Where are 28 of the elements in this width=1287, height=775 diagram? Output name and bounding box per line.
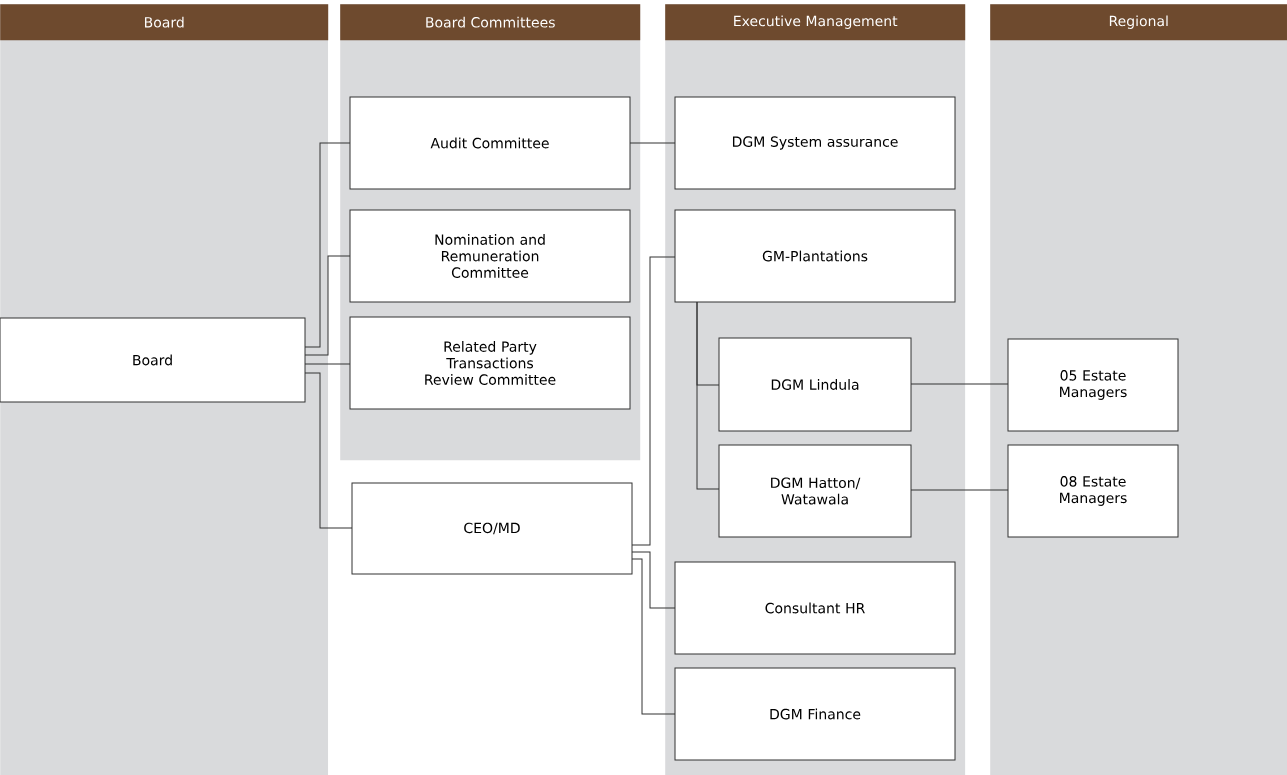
connector-line bbox=[631, 256, 676, 546]
connector-line bbox=[631, 558, 676, 715]
column-header: Board bbox=[0, 4, 329, 41]
org-box: GM-Plantations bbox=[674, 209, 956, 303]
connector-line bbox=[629, 142, 676, 144]
org-box: Board bbox=[0, 317, 306, 403]
column-header: Board Committees bbox=[340, 4, 641, 41]
org-box: Audit Committee bbox=[349, 96, 631, 190]
column-header: Executive Management bbox=[665, 4, 966, 41]
connector-line bbox=[304, 255, 351, 356]
connector-line bbox=[631, 551, 676, 609]
org-box: DGM Lindula bbox=[718, 337, 912, 432]
org-box: DGM System assurance bbox=[674, 96, 956, 190]
connector-line bbox=[304, 363, 351, 365]
org-box: Nomination and Remuneration Committee bbox=[349, 209, 631, 303]
connector-line bbox=[304, 142, 351, 348]
org-box: CEO/MD bbox=[351, 482, 633, 575]
org-box: 05 Estate Managers bbox=[1007, 338, 1179, 432]
org-box: DGM Finance bbox=[674, 667, 956, 761]
connector-line bbox=[696, 301, 720, 490]
org-box: DGM Hatton/ Watawala bbox=[718, 444, 912, 538]
connector-line bbox=[910, 383, 1009, 385]
connector-line bbox=[304, 372, 353, 529]
connector-line bbox=[910, 489, 1009, 491]
org-box: Related Party Transactions Review Committee bbox=[349, 316, 631, 410]
org-box: 08 Estate Managers bbox=[1007, 444, 1179, 538]
org-box: Consultant HR bbox=[674, 561, 956, 655]
column-header: Regional bbox=[990, 4, 1287, 41]
